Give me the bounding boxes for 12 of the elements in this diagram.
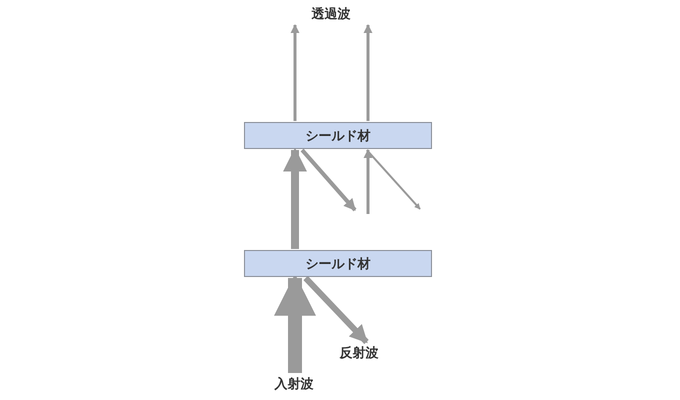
wave-label: 反射波 <box>333 343 385 363</box>
arrow <box>283 148 307 249</box>
arrow <box>364 149 372 214</box>
wave-label: 入射波 <box>266 374 322 394</box>
arrow <box>300 148 356 212</box>
arrow <box>303 276 369 344</box>
arrow <box>366 149 421 210</box>
shield-box: シールド材 <box>244 122 432 149</box>
shield-box: シールド材 <box>244 250 432 277</box>
arrow <box>290 24 300 121</box>
wave-label: 透過波 <box>288 4 374 24</box>
arrow <box>364 24 372 121</box>
